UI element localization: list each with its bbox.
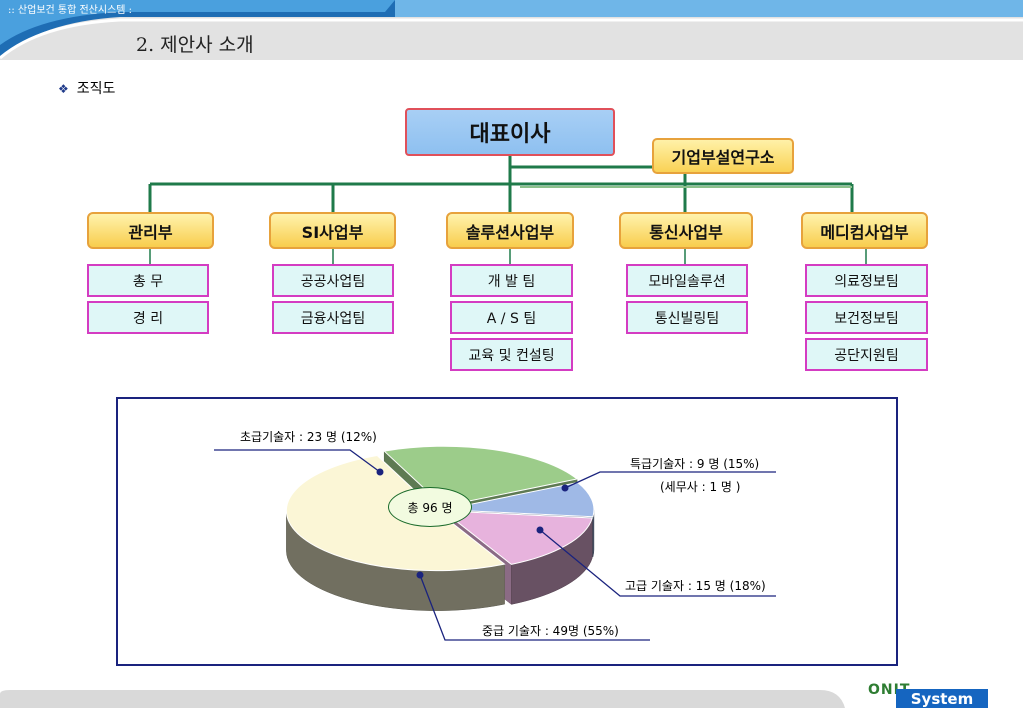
company-logo: ONIT System: [868, 682, 988, 708]
dept-box-medicom: 메디컴사업부: [801, 212, 928, 249]
leader-dot: [416, 571, 424, 579]
team-box: 금융사업팀: [272, 301, 394, 334]
footer-band: [0, 690, 845, 708]
leader-line: [419, 574, 650, 641]
pie-slice: [441, 510, 593, 565]
leader-dot: [376, 468, 384, 476]
logo-text: System: [896, 689, 988, 708]
team-box: 개 발 팀: [450, 264, 573, 297]
dept-box-si: SI사업부: [269, 212, 396, 249]
team-box: 경 리: [87, 301, 209, 334]
team-box: 보건정보팀: [805, 301, 928, 334]
header-band: :: 산업보건 통합 전산시스템 : 2. 제안사 소개: [0, 0, 1023, 62]
dept-box-solution: 솔루션사업부: [446, 212, 574, 249]
slice-label: 중급 기술자 : 49명 (55%): [482, 624, 619, 638]
team-box: 교육 및 컨설팅: [450, 338, 573, 371]
page-title: 2. 제안사 소개: [136, 34, 254, 56]
slice-label: 초급기술자 : 23 명 (12%): [240, 430, 377, 444]
team-box: 의료정보팀: [805, 264, 928, 297]
pie-chart-frame: [116, 397, 898, 666]
research-lab-box: 기업부설연구소: [652, 138, 794, 174]
slice-label: 특급기술자 : 9 명 (15%): [630, 457, 760, 471]
dept-box-management: 관리부: [87, 212, 214, 249]
team-box: 총 무: [87, 264, 209, 297]
leader-dot: [536, 526, 544, 534]
section-title: 조직도: [76, 81, 116, 97]
leader-line: [214, 449, 381, 473]
slice-label: 고급 기술자 : 15 명 (18%): [625, 579, 766, 593]
team-box: 공공사업팀: [272, 264, 394, 297]
section-heading: ❖ 조직도: [58, 78, 115, 98]
diamond-bullet-icon: ❖: [58, 82, 69, 96]
total-label: 총 96 명: [388, 487, 472, 527]
system-name: :: 산업보건 통합 전산시스템 :: [8, 5, 133, 16]
team-box: 통신빌링팀: [626, 301, 748, 334]
leader-line: [539, 529, 776, 597]
leader-dot: [561, 484, 569, 492]
team-box: 모바일솔루션: [626, 264, 748, 297]
leader-line: [564, 471, 776, 489]
dept-box-telecom: 통신사업부: [619, 212, 753, 249]
slice-note: (세무사 : 1 명 ): [660, 480, 741, 494]
pie-slice: [443, 481, 595, 518]
team-box: 공단지원팀: [805, 338, 928, 371]
ceo-box: 대표이사: [405, 108, 615, 156]
team-box: A / S 팀: [450, 301, 573, 334]
